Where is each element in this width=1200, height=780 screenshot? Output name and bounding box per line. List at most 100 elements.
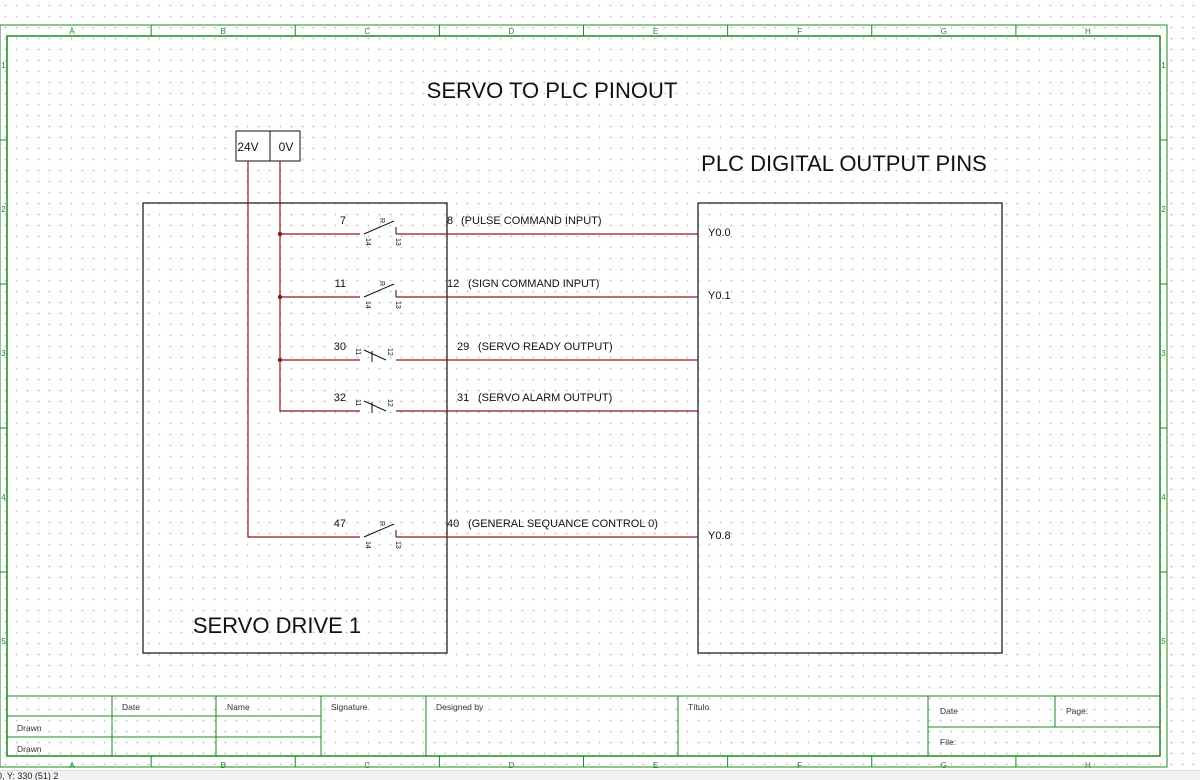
- in-pin-label: 47: [334, 518, 346, 530]
- in-pin-label: 32: [334, 392, 346, 404]
- power-terminal-box: [235, 130, 301, 162]
- servo-drive-label: SERVO DRIVE 1: [193, 613, 361, 638]
- circuits: 7 8 (PULSE COMMAND INPUT) R 14 13 Y0.0 11 12 (SIG…: [277, 215, 731, 549]
- contact-no-symbol: [363, 283, 395, 298]
- column-label-E-top: E: [653, 27, 658, 36]
- title-block-header: Date: [122, 702, 140, 712]
- contact-mark: 14: [364, 301, 371, 309]
- out-pin-label: 8: [447, 215, 453, 227]
- junction-dot: [277, 294, 283, 300]
- contact-mark: 13: [394, 238, 401, 246]
- column-label-F-top: F: [797, 27, 802, 36]
- power-wires: [247, 161, 360, 538]
- in-pin-label: 7: [340, 215, 346, 227]
- title-block-date-label: Date: [940, 706, 958, 716]
- servo-drive-box[interactable]: [142, 202, 448, 654]
- column-label-A-bottom: A: [69, 761, 75, 770]
- circuit-47[interactable]: 47 40 (GENERAL SEQUANCE CONTROL 0) R 14 13 Y0.…: [334, 518, 731, 549]
- plc-title: PLC DIGITAL OUTPUT PINS: [701, 151, 987, 176]
- row-label-3-left: 3: [1, 349, 6, 358]
- signal-label: (SIGN COMMAND INPUT): [468, 278, 599, 290]
- contact-mark: 14: [364, 238, 371, 246]
- power-neg-label: 0V: [279, 140, 294, 154]
- plc-box[interactable]: [697, 202, 1003, 654]
- contact-nc-symbol: [363, 400, 387, 412]
- title-block-header: Título: [688, 702, 710, 712]
- plc-output-label: Y0.8: [708, 530, 731, 542]
- row-label-3-right: 3: [1161, 349, 1166, 358]
- column-label-C-top: C: [364, 27, 370, 36]
- column-label-A-top: A: [69, 27, 75, 36]
- column-label-G-bottom: G: [941, 761, 947, 770]
- row-label-2-right: 2: [1161, 205, 1166, 214]
- contact-mark: 13: [394, 541, 401, 549]
- contact-no-symbol: [363, 220, 395, 235]
- title-block-row-label: Drawn: [17, 723, 42, 733]
- contact-mark: 12: [386, 348, 393, 356]
- title-block-file-label: File:: [940, 737, 956, 747]
- contact-no-symbol: [363, 523, 395, 538]
- contact-mark: 11: [354, 399, 361, 406]
- column-label-H-bottom: H: [1085, 761, 1091, 770]
- column-label-G-top: G: [941, 27, 947, 36]
- signal-label: (SERVO READY OUTPUT): [478, 341, 613, 353]
- title-block-row-label: Drawn: [17, 744, 42, 754]
- column-label-C-bottom: C: [364, 761, 370, 770]
- in-pin-label: 30: [334, 341, 346, 353]
- junction-dot: [277, 357, 283, 363]
- junction-dot: [277, 231, 283, 237]
- plc-output-label: Y0.1: [708, 290, 731, 302]
- row-label-4-right: 4: [1161, 493, 1166, 502]
- contact-mark: 14: [364, 541, 371, 549]
- title-block-header: Signature: [331, 702, 368, 712]
- circuit-32[interactable]: 32 31 (SERVO ALARM OUTPUT) 11 12: [334, 392, 698, 413]
- column-label-E-bottom: E: [653, 761, 658, 770]
- row-label-2-left: 2: [1, 205, 6, 214]
- column-label-H-top: H: [1085, 27, 1091, 36]
- signal-label: (PULSE COMMAND INPUT): [461, 215, 602, 227]
- title-block-page-label: Page:: [1066, 706, 1088, 716]
- contact-mark: R: [378, 281, 385, 286]
- status-bar-text: 0, Y: 330 (51) 2: [0, 771, 59, 780]
- contact-nc-symbol: [363, 349, 387, 361]
- status-bar: 0, Y: 330 (51) 2: [0, 770, 1200, 780]
- row-label-5-right: 5: [1161, 637, 1166, 646]
- circuit-11[interactable]: 11 12 (SIGN COMMAND INPUT) R 14 13 Y0.1: [277, 278, 731, 309]
- out-pin-label: 31: [457, 392, 469, 404]
- contact-mark: R: [378, 218, 385, 223]
- row-label-5-left: 5: [1, 637, 6, 646]
- wire-0v: [279, 161, 360, 412]
- column-markers: A A B B C C D D E E F F G G H H: [69, 25, 1091, 770]
- row-label-4-left: 4: [1, 493, 6, 502]
- title-block-header: Name: [227, 702, 250, 712]
- title-block-border: [6, 695, 1161, 757]
- circuit-7[interactable]: 7 8 (PULSE COMMAND INPUT) R 14 13 Y0.0: [277, 215, 731, 246]
- contact-mark: R: [378, 521, 385, 526]
- column-label-F-bottom: F: [797, 761, 802, 770]
- plc-output-label: Y0.0: [708, 227, 731, 239]
- column-label-D-top: D: [509, 27, 515, 36]
- contact-mark: 12: [386, 399, 393, 407]
- contact-mark: 11: [354, 348, 361, 355]
- signal-label: (GENERAL SEQUANCE CONTROL 0): [468, 518, 658, 530]
- out-pin-label: 40: [447, 518, 459, 530]
- column-label-B-top: B: [221, 27, 226, 36]
- power-terminal[interactable]: 24V 0V: [235, 130, 301, 162]
- in-pin-label: 11: [335, 278, 346, 290]
- wire-24v: [247, 161, 360, 538]
- power-pos-label: 24V: [237, 140, 258, 154]
- contact-mark: 13: [394, 301, 401, 309]
- signal-label: (SERVO ALARM OUTPUT): [478, 392, 612, 404]
- row-label-1-right: 1: [1161, 61, 1166, 70]
- column-label-D-bottom: D: [509, 761, 515, 770]
- out-pin-label: 29: [457, 341, 469, 353]
- sheet-title: SERVO TO PLC PINOUT: [427, 78, 678, 103]
- row-label-1-left: 1: [1, 61, 6, 70]
- title-block-header: Designed by: [436, 702, 484, 712]
- out-pin-label: 12: [447, 278, 459, 290]
- circuit-30[interactable]: 30 29 (SERVO READY OUTPUT) 11 12: [277, 341, 698, 363]
- column-label-B-bottom: B: [221, 761, 226, 770]
